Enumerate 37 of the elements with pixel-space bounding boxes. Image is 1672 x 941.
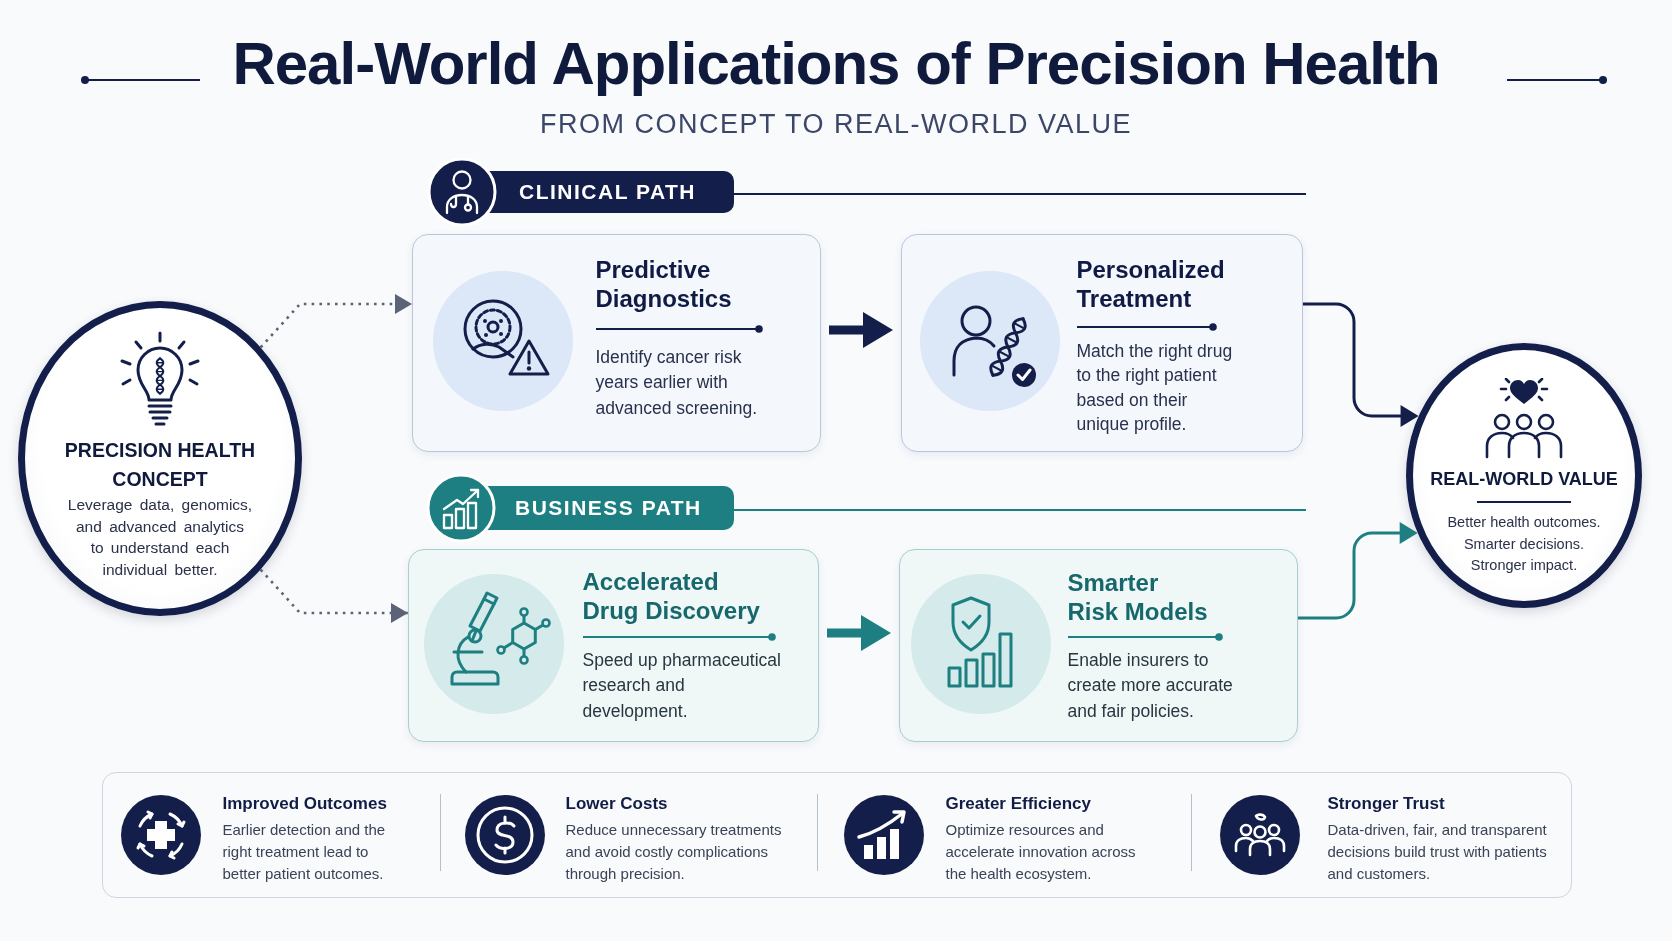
banner-label: BUSINESS PATH (515, 495, 703, 521)
benefits-panel (102, 772, 1572, 898)
benefit-description: Data-driven, fair, and transparent decisions build trust with patients and customers. (1327, 819, 1548, 884)
benefit-title: Improved Outcomes (222, 792, 388, 815)
connector-arrow (1303, 302, 1419, 427)
circle-heading: REAL-WORLD VALUE (1429, 468, 1619, 491)
card-description: Speed up pharmaceutical research and development. (582, 648, 782, 723)
block-arrow (829, 312, 893, 348)
card-description: Identify cancer risk years earlier with advanced screening. (595, 345, 758, 420)
benefit-description: Optimize resources and accelerate innovation across the health ecosystem. (945, 819, 1137, 884)
section-banner (427, 155, 734, 225)
card-title: Accelerated Drug Discovery (582, 566, 761, 625)
circle-description: Better health outcomes. Smarter decisions. Stronger impact. (1446, 513, 1602, 575)
dotted-arrow (259, 568, 408, 623)
circle-heading: PRECISION HEALTH CONCEPT (63, 438, 257, 492)
dotted-arrow (259, 294, 412, 349)
circle-description: Leverage data, genomics, and advanced analytics to understand each individual better. (67, 495, 253, 580)
application-card (408, 549, 819, 742)
subtitle: FROM CONCEPT TO REAL-WORLD VALUE (538, 108, 1134, 140)
block-arrow (827, 615, 891, 651)
card-title: Predictive Diagnostics (595, 254, 733, 313)
page-title: Real-World Applications of Precision Health (231, 29, 1441, 99)
benefit-description: Reduce unnecessary treatments and avoid costly complications through precision. (565, 819, 783, 884)
section-banner (426, 471, 734, 541)
benefit-title: Stronger Trust (1327, 792, 1446, 815)
benefit-title: Lower Costs (565, 792, 669, 815)
application-card (901, 234, 1303, 452)
benefit-title: Greater Efficiency (945, 792, 1092, 815)
connector-arrow (1298, 522, 1418, 620)
card-description: Match the right drug to the right patient based on their unique profile. (1076, 339, 1234, 436)
application-card (412, 234, 821, 452)
card-title: Smarter Risk Models (1067, 567, 1209, 626)
benefit-description: Earlier detection and the right treatment lead to better patient outcomes. (222, 819, 387, 884)
banner-label: CLINICAL PATH (519, 179, 697, 205)
application-card (899, 549, 1298, 742)
card-title: Personalized Treatment (1076, 254, 1226, 313)
card-description: Enable insurers to create more accurate and fair policies. (1067, 648, 1234, 723)
